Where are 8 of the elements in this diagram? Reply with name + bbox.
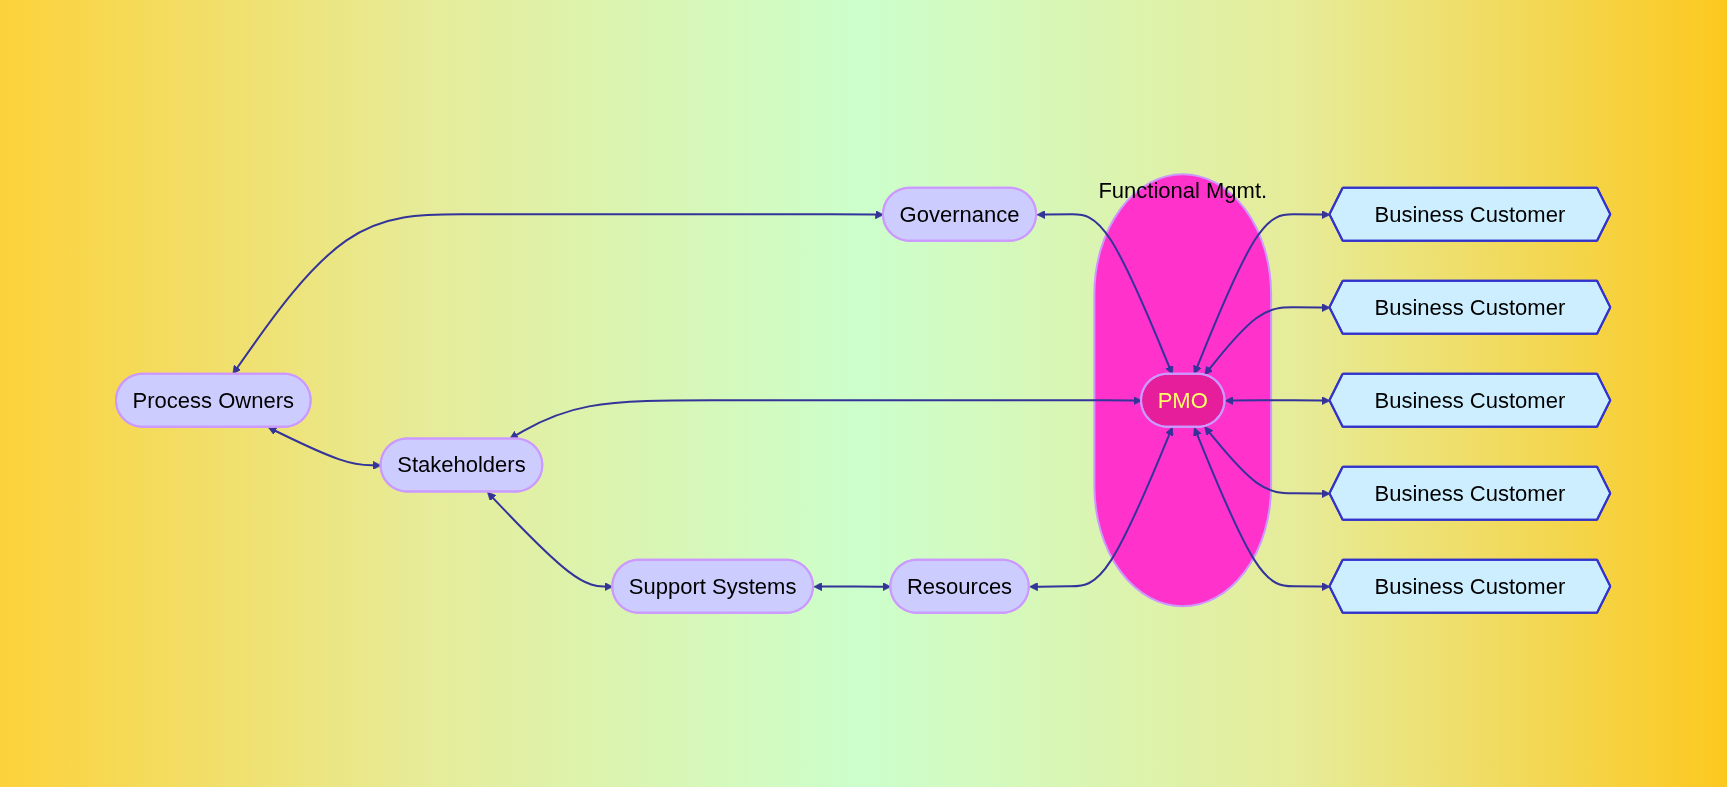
arrow bbox=[1193, 427, 1331, 592]
arrow bbox=[268, 426, 382, 470]
arrow bbox=[1036, 210, 1174, 375]
arrow bbox=[1204, 426, 1331, 499]
arrow bbox=[1225, 396, 1331, 406]
arrow bbox=[1029, 426, 1174, 592]
arrow bbox=[1204, 303, 1331, 376]
arrow bbox=[1193, 210, 1331, 375]
